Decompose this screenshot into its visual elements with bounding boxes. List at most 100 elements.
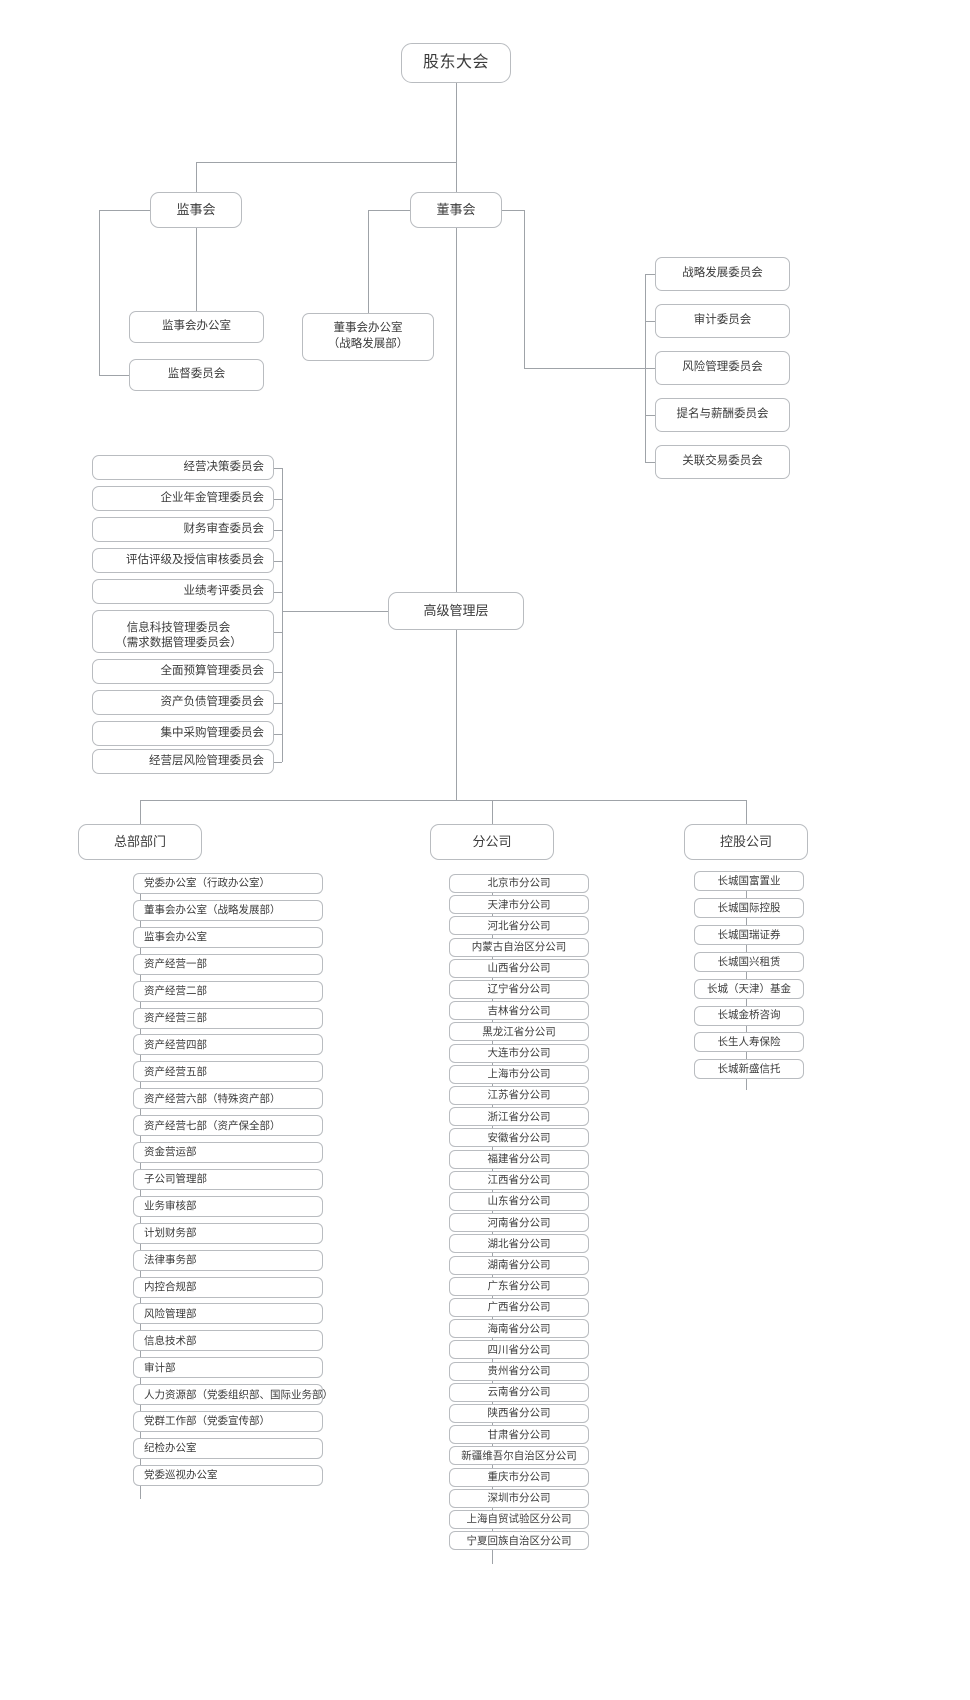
branch-item[interactable]: 贵州省分公司 <box>449 1361 589 1381</box>
node-mgmt-committee-it-management[interactable]: 信息科技管理委员会（需求数据管理委员会） <box>92 610 274 653</box>
subsidiary-item[interactable]: 长城国富置业 <box>694 871 804 891</box>
node-mgmt-committee-appraisal-credit[interactable]: 评估评级及授信审核委员会 <box>92 548 274 573</box>
hq-item[interactable]: 监事会办公室 <box>133 926 323 948</box>
node-supervision-committee[interactable]: 监督委员会 <box>129 359 264 391</box>
branch-item[interactable]: 陕西省分公司 <box>449 1404 589 1423</box>
hq-item[interactable]: 董事会办公室（战略发展部） <box>133 899 323 921</box>
branch-item[interactable]: 吉林省分公司 <box>449 1001 589 1021</box>
hq-item[interactable]: 党委巡视办公室 <box>133 1464 323 1486</box>
hq-item[interactable]: 党群工作部（党委宣传部） <box>133 1411 323 1432</box>
node-column-title-headquarters[interactable]: 总部部门 <box>78 824 202 860</box>
hq-item[interactable]: 人力资源部（党委组织部、国际业务部） <box>133 1384 333 1406</box>
node-column-title-subsidiaries[interactable]: 控股公司 <box>684 824 808 860</box>
hq-item[interactable]: 资产经营六部（特殊资产部） <box>133 1088 323 1110</box>
node-board-committee-strategy[interactable]: 战略发展委员会 <box>655 257 790 291</box>
node-label-line-1: 董事会办公室 <box>333 322 403 335</box>
hq-item[interactable]: 计划财务部 <box>133 1222 323 1244</box>
hq-item[interactable]: 业务审核部 <box>133 1195 323 1217</box>
node-mgmt-committee-enterprise-annuity[interactable]: 企业年金管理委员会 <box>92 486 274 511</box>
node-mgmt-committee-centralized-procurement[interactable]: 集中采购管理委员会 <box>92 721 274 746</box>
node-mgmt-committee-performance-evaluation[interactable]: 业绩考评委员会 <box>92 579 274 604</box>
node-board-committee-nomination[interactable]: 提名与薪酬委员会 <box>655 398 790 432</box>
node-label: 风险管理委员会 <box>682 361 763 374</box>
node-label: 长城国兴租赁 <box>717 955 781 968</box>
branch-item[interactable]: 河南省分公司 <box>449 1213 589 1233</box>
branch-item[interactable]: 内蒙古自治区分公司 <box>449 937 589 957</box>
hq-item[interactable]: 内控合规部 <box>133 1276 323 1298</box>
node-label: 长城新盛信托 <box>717 1063 781 1076</box>
branch-item[interactable]: 山东省分公司 <box>449 1192 589 1211</box>
node-label: 资产负债管理委员会 <box>160 695 265 708</box>
branch-item[interactable]: 北京市分公司 <box>449 874 589 893</box>
hq-item[interactable]: 资产经营四部 <box>133 1034 323 1056</box>
hq-item[interactable]: 资产经营七部（资产保全部） <box>133 1115 323 1137</box>
branch-item[interactable]: 江西省分公司 <box>449 1170 589 1190</box>
connector-mgmt-committee-stub-3 <box>274 529 282 531</box>
subsidiary-item[interactable]: 长生人寿保险 <box>694 1032 804 1053</box>
subsidiary-item[interactable]: 长城国兴租赁 <box>694 951 804 972</box>
branch-item[interactable]: 辽宁省分公司 <box>449 980 589 999</box>
hq-item[interactable]: 法律事务部 <box>133 1249 323 1271</box>
node-column-title-branches[interactable]: 分公司 <box>430 824 554 860</box>
branch-item[interactable]: 四川省分公司 <box>449 1340 589 1360</box>
node-board-committee-related-party[interactable]: 关联交易委员会 <box>655 445 790 479</box>
branch-item[interactable]: 河北省分公司 <box>449 916 589 936</box>
hq-item[interactable]: 资产经营二部 <box>133 980 323 1002</box>
branch-item[interactable]: 湖南省分公司 <box>449 1255 589 1275</box>
branch-item[interactable]: 安徽省分公司 <box>449 1128 589 1148</box>
node-supervisory-office[interactable]: 监事会办公室 <box>129 311 264 343</box>
node-label: 黑龙江省分公司 <box>482 1025 556 1038</box>
node-mgmt-committee-financial-review[interactable]: 财务审查委员会 <box>92 517 274 542</box>
node-mgmt-committee-management-risk[interactable]: 经营层风险管理委员会 <box>92 749 274 774</box>
branch-item[interactable]: 重庆市分公司 <box>449 1467 589 1487</box>
branch-item[interactable]: 天津市分公司 <box>449 895 589 915</box>
connector-board-committee-stub-4 <box>645 415 655 416</box>
branch-item[interactable]: 江苏省分公司 <box>449 1086 589 1105</box>
branch-item[interactable]: 山西省分公司 <box>449 958 589 978</box>
hq-item[interactable]: 资产经营五部 <box>133 1061 323 1083</box>
hq-item[interactable]: 子公司管理部 <box>133 1168 323 1190</box>
branch-item[interactable]: 云南省分公司 <box>449 1382 589 1402</box>
branch-item[interactable]: 福建省分公司 <box>449 1149 589 1169</box>
hq-item[interactable]: 风险管理部 <box>133 1303 323 1325</box>
hq-item[interactable]: 资产经营一部 <box>133 953 323 975</box>
subsidiary-item[interactable]: 长城金桥咨询 <box>694 1005 804 1026</box>
node-shareholders-meeting[interactable]: 股东大会 <box>401 43 511 83</box>
branch-item[interactable]: 广西省分公司 <box>449 1298 589 1317</box>
hq-item[interactable]: 资产经营三部 <box>133 1007 323 1029</box>
node-senior-management[interactable]: 高级管理层 <box>388 592 524 630</box>
connector-shareholders-down <box>456 83 457 162</box>
hq-item[interactable]: 党委办公室（行政办公室） <box>133 873 323 894</box>
branch-item[interactable]: 广东省分公司 <box>449 1276 589 1296</box>
node-supervisory-board[interactable]: 监事会 <box>150 192 242 228</box>
subsidiary-item[interactable]: 长城（天津）基金 <box>694 978 804 999</box>
hq-item[interactable]: 资金营运部 <box>133 1142 323 1163</box>
node-board-committee-audit[interactable]: 审计委员会 <box>655 304 790 338</box>
hq-item[interactable]: 纪检办公室 <box>133 1437 323 1459</box>
subsidiary-item[interactable]: 长城新盛信托 <box>694 1059 804 1080</box>
branch-item[interactable]: 上海自贸试验区分公司 <box>449 1510 589 1529</box>
branch-item[interactable]: 大连市分公司 <box>449 1043 589 1063</box>
node-mgmt-committee-budget-management[interactable]: 全面预算管理委员会 <box>92 659 274 684</box>
node-board-office[interactable]: 董事会办公室（战略发展部） <box>302 313 434 361</box>
branch-item[interactable]: 浙江省分公司 <box>449 1107 589 1127</box>
node-label: 资产经营二部 <box>144 985 207 997</box>
subsidiary-item[interactable]: 长城国瑞证券 <box>694 924 804 945</box>
branch-item[interactable]: 海南省分公司 <box>449 1319 589 1339</box>
hq-item[interactable]: 信息技术部 <box>133 1330 323 1352</box>
connector-mgmt-committee-stub-1 <box>274 467 282 469</box>
node-mgmt-committee-operations-decision[interactable]: 经营决策委员会 <box>92 455 274 480</box>
subsidiary-item[interactable]: 长城国际控股 <box>694 897 804 918</box>
branch-item[interactable]: 新疆维吾尔自治区分公司 <box>449 1446 589 1466</box>
node-board-of-directors[interactable]: 董事会 <box>410 192 502 228</box>
hq-item[interactable]: 审计部 <box>133 1357 323 1379</box>
branch-item[interactable]: 甘肃省分公司 <box>449 1425 589 1445</box>
branch-item[interactable]: 宁夏回族自治区分公司 <box>449 1531 589 1551</box>
node-mgmt-committee-asset-liability[interactable]: 资产负债管理委员会 <box>92 690 274 715</box>
node-label: 资产经营六部（特殊资产部） <box>144 1092 281 1105</box>
branch-item[interactable]: 黑龙江省分公司 <box>449 1022 589 1042</box>
node-board-committee-risk[interactable]: 风险管理委员会 <box>655 351 790 385</box>
branch-item[interactable]: 上海市分公司 <box>449 1064 589 1084</box>
branch-item[interactable]: 深圳市分公司 <box>449 1488 589 1508</box>
branch-item[interactable]: 湖北省分公司 <box>449 1234 589 1254</box>
